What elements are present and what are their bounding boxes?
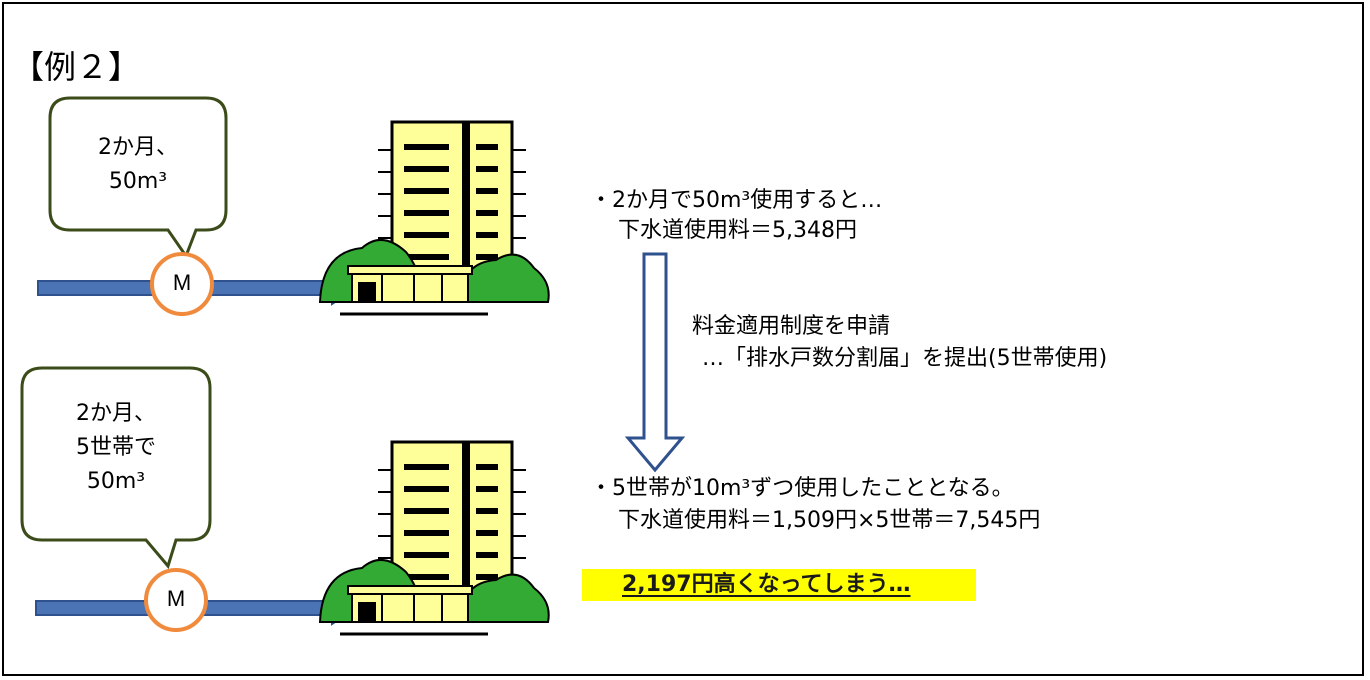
water-meter-bottom	[144, 568, 208, 632]
apartment-building-bottom	[318, 440, 551, 636]
apply-line2: …「排水戸数分割届」を提出(5世帯使用)	[702, 346, 1108, 371]
before-line1: ・2か月で50m³使用すると…	[590, 188, 883, 213]
result-text: 2,197円高くなってしまう…	[622, 572, 911, 597]
top-scenario	[37, 96, 551, 316]
water-meter-top	[150, 252, 214, 316]
bubble-bottom-line3: 50m³	[86, 469, 146, 494]
bottom-scenario	[20, 366, 551, 636]
apply-line1: 料金適用制度を申請	[692, 314, 891, 339]
bubble-bottom-line1: 2か月、	[76, 401, 156, 426]
after-line2: 下水道使用料＝1,509円×5世帯＝7,545円	[618, 508, 1041, 533]
page-title: 【例２】	[12, 48, 141, 86]
after-line1: ・5世帯が10m³ずつ使用したこととなる。	[590, 476, 1014, 501]
bubble-bottom-line2: 5世帯で	[76, 435, 156, 460]
speech-bubble-bottom	[20, 366, 212, 570]
speech-bubble-top	[48, 96, 228, 260]
apartment-building-top	[318, 120, 551, 316]
bubble-top-line1: 2か月、	[98, 135, 178, 160]
down-arrow	[624, 252, 686, 473]
result-highlight	[582, 569, 976, 601]
bubble-top-line2: 50m³	[108, 169, 168, 194]
before-line2: 下水道使用料＝5,348円	[618, 218, 857, 243]
meter-label-top: M	[172, 270, 192, 295]
meter-label-bottom: M	[166, 586, 186, 611]
